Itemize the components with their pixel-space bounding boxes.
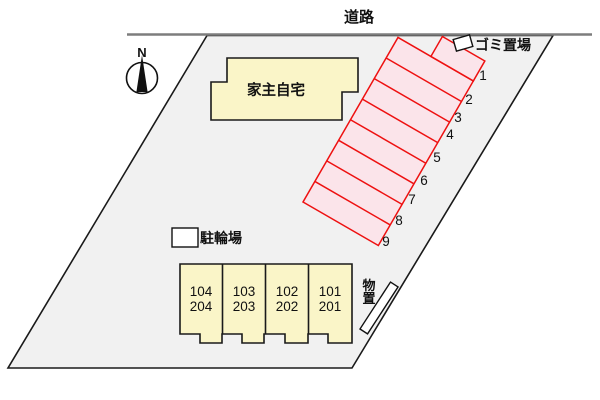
garbage-place-label: ゴミ置場 xyxy=(475,37,531,53)
stall-number-7: 7 xyxy=(408,192,416,207)
stall-number-6: 6 xyxy=(420,173,428,188)
garbage-place: ゴミ置場 xyxy=(452,34,531,53)
stall-number-5: 5 xyxy=(433,150,441,165)
unit-labels: 104 204 103 203 102 202 101 201 xyxy=(190,284,342,314)
parking-stall-dividers xyxy=(314,57,462,226)
unit-102-label: 102 xyxy=(276,284,299,299)
storage-shed-group: 物 置 xyxy=(359,278,400,335)
unit-201-label: 201 xyxy=(319,299,342,314)
unit-202-label: 202 xyxy=(276,299,299,314)
unit-dividers xyxy=(221,264,310,334)
unit-204-label: 204 xyxy=(190,299,213,314)
parking-stall-numbers: 1 2 3 4 5 6 7 8 9 xyxy=(382,68,487,249)
stall-number-8: 8 xyxy=(395,213,403,228)
storage-label-char1: 物 xyxy=(362,278,375,293)
bicycle-parking-label: 駐輪場 xyxy=(200,230,242,246)
storage-shed xyxy=(359,281,400,335)
storage-label-char2: 置 xyxy=(362,291,375,306)
bicycle-parking: 駐輪場 xyxy=(171,227,242,248)
stall-number-4: 4 xyxy=(446,127,454,142)
garbage-place-marker xyxy=(452,34,474,52)
unit-104-label: 104 xyxy=(190,284,213,299)
stall-number-3: 3 xyxy=(454,110,462,125)
unit-103-label: 103 xyxy=(233,284,256,299)
landlord-house xyxy=(210,57,359,121)
compass-north-label: N xyxy=(137,45,146,60)
compass-needle xyxy=(136,55,148,92)
bicycle-parking-marker xyxy=(171,227,199,248)
north-arrow-icon: N xyxy=(125,45,159,95)
landlord-house-label: 家主自宅 xyxy=(247,81,305,99)
unit-203-label: 203 xyxy=(233,299,256,314)
road-label: 道路 xyxy=(344,8,375,26)
stall-number-2: 2 xyxy=(465,92,473,107)
unit-101-label: 101 xyxy=(319,284,342,299)
stall-number-9: 9 xyxy=(382,234,390,249)
stall-number-1: 1 xyxy=(479,68,487,83)
